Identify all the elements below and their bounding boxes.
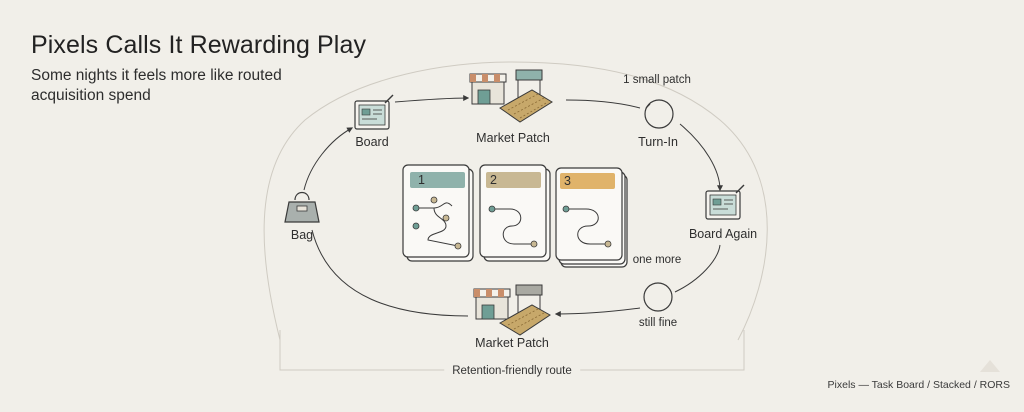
footer-caption: Pixels — Task Board / Stacked / RORS <box>827 379 1010 391</box>
arrow-market-to-bag <box>311 229 469 317</box>
card-2[interactable] <box>479 164 551 262</box>
arrow-board-to-market <box>394 95 470 103</box>
card-3[interactable] <box>555 167 628 268</box>
bag-icon[interactable] <box>284 191 320 223</box>
card-3-header <box>560 173 615 189</box>
route-label: Retention-friendly route <box>444 365 580 377</box>
node-label-board-again: Board Again <box>688 227 758 241</box>
card-1[interactable] <box>402 164 474 262</box>
board-icon[interactable] <box>354 94 394 130</box>
node-label-bag: Bag <box>290 228 314 242</box>
card-2-header <box>486 172 541 188</box>
card-1-header <box>410 172 465 188</box>
page-subtitle: Some nights it feels more like routed ac… <box>31 67 282 104</box>
node-label-market-patch-top: Market Patch <box>476 131 550 145</box>
arrow-bag-to-board <box>303 127 354 191</box>
arrow-turnin-to-boardagain <box>679 123 723 192</box>
arrow-stillfine-to-market <box>554 307 641 317</box>
card-1-number: 1 <box>418 173 425 187</box>
annotation-one-more: one more <box>632 254 682 266</box>
annotation-still-fine: still fine <box>638 317 678 329</box>
card-2-number: 2 <box>490 173 497 187</box>
node-label-market-patch-bottom: Market Patch <box>475 336 549 350</box>
still-fine-icon[interactable] <box>643 282 673 312</box>
page-title: Pixels Calls It Rewarding Play <box>31 31 367 59</box>
board-again-icon[interactable] <box>705 184 745 220</box>
market-patch-top-icon[interactable] <box>469 69 553 123</box>
arrow-boardagain-to-stillfine <box>674 244 721 293</box>
turn-in-icon[interactable] <box>644 99 674 129</box>
card-3-number: 3 <box>564 174 571 188</box>
corner-mark <box>980 360 1000 372</box>
node-label-board: Board <box>355 135 389 149</box>
arrow-market-to-turnin <box>565 99 641 109</box>
node-label-turn-in: Turn-In <box>638 135 678 149</box>
loop-arrows <box>303 95 723 317</box>
market-patch-bottom-icon[interactable] <box>473 284 551 336</box>
annotation-small-patch: 1 small patch <box>623 74 691 86</box>
